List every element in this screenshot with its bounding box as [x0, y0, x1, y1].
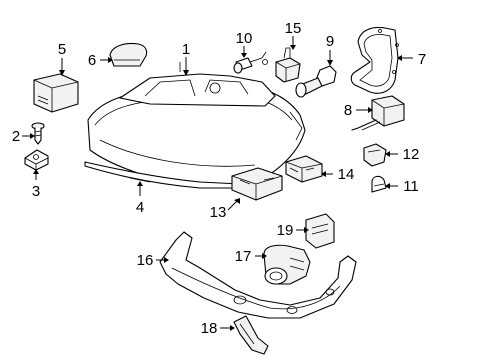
callout-8: 8: [344, 102, 352, 119]
gasket-seal: [350, 26, 399, 94]
callout-10: 10: [236, 30, 253, 47]
callout-labels: 1 2 3 4 5 6 7 8 9 10 11 12 13 14 15 16 1…: [12, 20, 426, 337]
callout-4: 4: [136, 199, 144, 216]
bulb: [295, 65, 337, 98]
ballast-module: [231, 167, 283, 201]
cover-cap: [109, 42, 148, 67]
callout-7: 7: [418, 51, 426, 68]
callout-12: 12: [403, 146, 420, 163]
headlamp-assembly: [87, 62, 306, 189]
callout-2: 2: [12, 128, 20, 145]
round-socket: [363, 143, 387, 167]
xenon-igniter: [351, 95, 405, 131]
sensor: [305, 213, 335, 249]
callout-1: 1: [182, 41, 190, 58]
callout-6: 6: [88, 52, 96, 69]
callout-17: 17: [235, 248, 252, 265]
callout-18: 18: [201, 320, 218, 337]
arrowheads: [30, 45, 402, 331]
callout-19: 19: [277, 222, 294, 239]
small-bulb: [371, 175, 387, 193]
callout-9: 9: [326, 33, 334, 50]
callout-16: 16: [137, 252, 154, 269]
control-module: [33, 73, 79, 113]
control-unit: [285, 155, 323, 183]
support-bracket: [233, 315, 269, 355]
mounting-bracket: [159, 231, 357, 319]
leveling-motor: [263, 244, 311, 285]
callout-14: 14: [338, 166, 355, 183]
callout-13: 13: [210, 204, 227, 221]
callout-3: 3: [32, 183, 40, 200]
callout-11: 11: [403, 178, 419, 195]
bulb-small: [233, 51, 268, 74]
callout-5: 5: [58, 41, 66, 58]
callout-15: 15: [285, 20, 302, 37]
clip-nut: [24, 149, 49, 171]
screw: [31, 122, 45, 145]
bulb-socket: [275, 47, 301, 83]
